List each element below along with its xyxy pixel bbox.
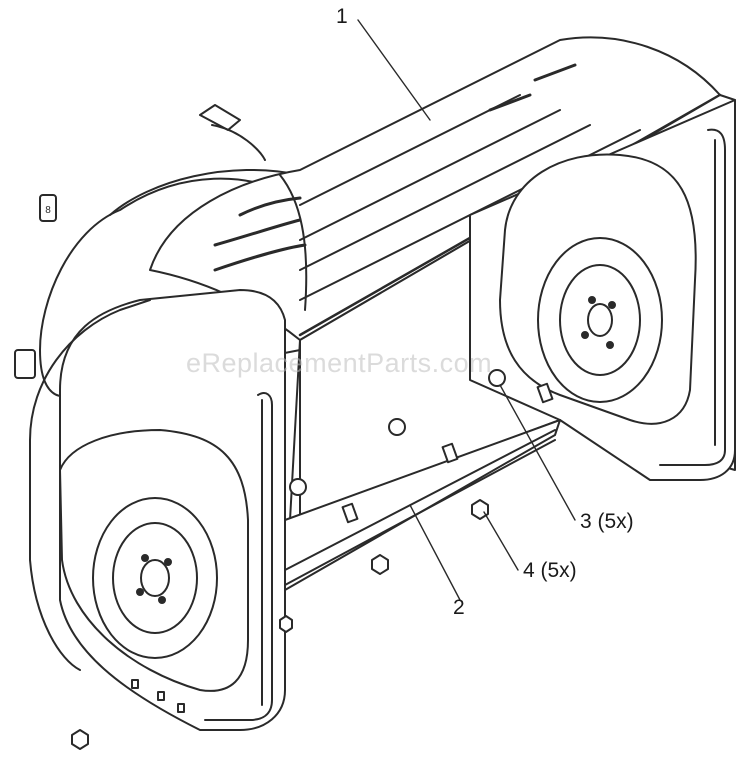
leader-3 [499, 384, 576, 521]
callout-2: 2 [453, 596, 465, 619]
left-side-plate [29, 289, 286, 731]
scraper-bar [284, 382, 561, 591]
callout-3: 3 (5x) [580, 510, 634, 533]
svg-text:8: 8 [45, 205, 51, 216]
hex-nuts [71, 499, 489, 750]
tab-bracket [39, 194, 57, 222]
tab-bracket-lower [14, 349, 36, 379]
leader-4 [483, 511, 519, 571]
callout-4: 4 (5x) [523, 559, 577, 582]
watermark-text: eReplacementParts.com [186, 348, 493, 378]
leader-1 [357, 19, 431, 121]
top-hood [149, 36, 722, 341]
right-side-plate [469, 99, 736, 481]
carriage-bolts [289, 369, 506, 496]
callout-1: 1 [336, 5, 348, 28]
leader-lines [357, 19, 576, 601]
leader-2 [409, 504, 461, 601]
